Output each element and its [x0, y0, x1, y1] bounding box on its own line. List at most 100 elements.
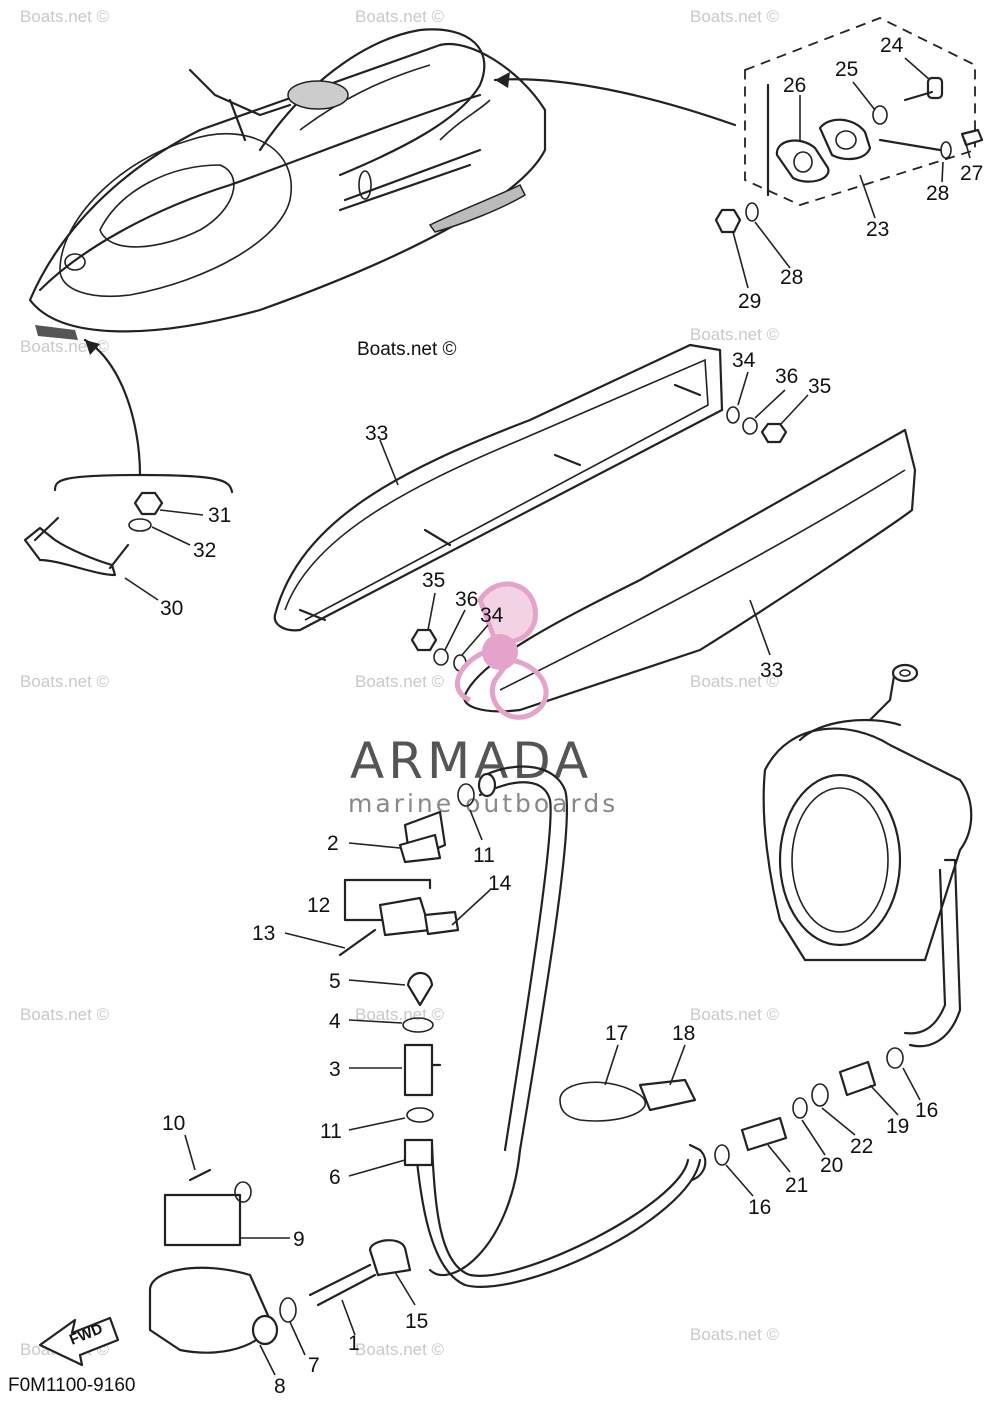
callout-35: 35	[422, 569, 445, 592]
gasket-26	[775, 139, 830, 183]
watermark: Boats.net ©	[20, 7, 110, 26]
nut-35	[760, 422, 788, 444]
hose-clamp-7	[279, 1297, 297, 1323]
callout-14: 14	[488, 872, 512, 895]
water-box-8	[148, 1266, 272, 1354]
callout-4: 4	[329, 1010, 341, 1033]
bracket-9	[163, 1193, 242, 1247]
callout-15: 15	[405, 1310, 428, 1333]
plug-24	[926, 76, 944, 100]
strainer-5	[406, 971, 434, 1007]
watermark: Boats.net ©	[20, 1005, 110, 1024]
hose-clamp-11	[457, 783, 475, 807]
group-box-outline	[744, 17, 976, 206]
gasket-22	[811, 1083, 829, 1107]
callout-7: 7	[308, 1354, 320, 1377]
callout-27: 27	[960, 162, 983, 185]
callout-8: 8	[274, 1375, 286, 1398]
callout-16: 16	[915, 1099, 938, 1122]
callout-23: 23	[866, 218, 889, 241]
callout-33: 33	[760, 659, 783, 682]
callout-11: 11	[473, 844, 495, 867]
callout-21: 21	[785, 1174, 808, 1197]
callout-10: 10	[162, 1112, 185, 1135]
sponson-33-upper	[273, 343, 724, 632]
watermark: Boats.net ©	[355, 1340, 445, 1359]
hose-fitting-30	[23, 526, 117, 577]
hose-joint-15	[368, 1239, 412, 1277]
brand-logo: ARMADA marine outboards	[348, 581, 615, 818]
callout-18: 18	[672, 1022, 695, 1045]
watermark: Boats.net ©	[690, 1325, 780, 1344]
watermark: Boats.net ©	[690, 7, 780, 26]
o-ring-4	[402, 1017, 434, 1033]
watermark: Boats.net ©	[355, 7, 445, 26]
nipple-21	[740, 1116, 788, 1152]
callout-9: 9	[293, 1228, 305, 1251]
water-hose	[413, 1138, 702, 1288]
callout-5: 5	[329, 970, 341, 993]
hose-clamp-16	[886, 1047, 904, 1069]
callout-28: 28	[926, 182, 949, 205]
callout-25: 25	[835, 58, 858, 81]
callout-35: 35	[808, 375, 831, 398]
washer-28	[745, 202, 759, 222]
callout-32: 32	[193, 539, 216, 562]
callout-36: 36	[455, 588, 478, 611]
clamp-block-12	[378, 896, 432, 937]
callout-31: 31	[208, 504, 231, 527]
callout-labels: 24 25 26 27 28 23 28 29 Boats.net © 34 3…	[160, 34, 983, 1398]
pointer-arrow	[493, 78, 737, 127]
o-ring-25	[872, 105, 888, 125]
watermarks: Boats.net © Boats.net © Boats.net © Boat…	[20, 7, 780, 1359]
callout-36: 36	[775, 365, 798, 388]
pointer-arrow	[83, 338, 142, 477]
hose-6	[403, 1138, 434, 1167]
callout-20: 20	[820, 1154, 843, 1177]
callout-2: 2	[327, 832, 339, 855]
watermark: Boats.net ©	[355, 672, 445, 691]
clip-14	[423, 910, 460, 936]
callout-22: 22	[850, 1135, 873, 1158]
callout-17: 17	[605, 1022, 628, 1045]
callout-34: 34	[480, 604, 504, 627]
callout-30: 30	[160, 597, 183, 620]
watermark: Boats.net ©	[690, 325, 780, 344]
watercraft-illustration	[28, 28, 547, 340]
cable-tie-17	[559, 1081, 647, 1122]
watermark: Boats.net ©	[355, 1005, 445, 1024]
washer-32	[128, 518, 152, 532]
callout-16: 16	[748, 1196, 771, 1219]
hose-clamp-16	[714, 1144, 730, 1166]
callout-11: 11	[320, 1120, 342, 1143]
jet-pump-housing	[762, 663, 973, 1048]
callout-1: 1	[348, 1332, 360, 1355]
washer-28	[940, 141, 952, 159]
hose-clamp-11	[406, 1107, 434, 1123]
fitting-3	[403, 1043, 434, 1097]
watermark: Boats.net ©	[20, 672, 110, 691]
washer-20	[792, 1097, 808, 1119]
nut-29	[714, 208, 742, 234]
callout-28: 28	[780, 266, 803, 289]
screw-10	[188, 1168, 212, 1182]
flange-plate	[818, 118, 872, 161]
leader-lines	[124, 57, 971, 1376]
callout-24: 24	[880, 34, 904, 57]
watermark: Boats.net ©	[690, 672, 780, 691]
brand-name: ARMADA	[350, 732, 592, 790]
callout-34: 34	[732, 349, 756, 372]
callout-13: 13	[252, 922, 275, 945]
nut-35	[410, 628, 438, 652]
holder-18	[638, 1078, 697, 1112]
callout-26: 26	[783, 74, 806, 97]
fitting-19	[838, 1060, 877, 1097]
watermark: Boats.net ©	[690, 1005, 780, 1024]
nut-31	[133, 491, 164, 516]
callout-29: 29	[738, 290, 761, 313]
callout-19: 19	[886, 1115, 909, 1138]
callout-6: 6	[329, 1166, 341, 1189]
callout-12: 12	[307, 894, 330, 917]
